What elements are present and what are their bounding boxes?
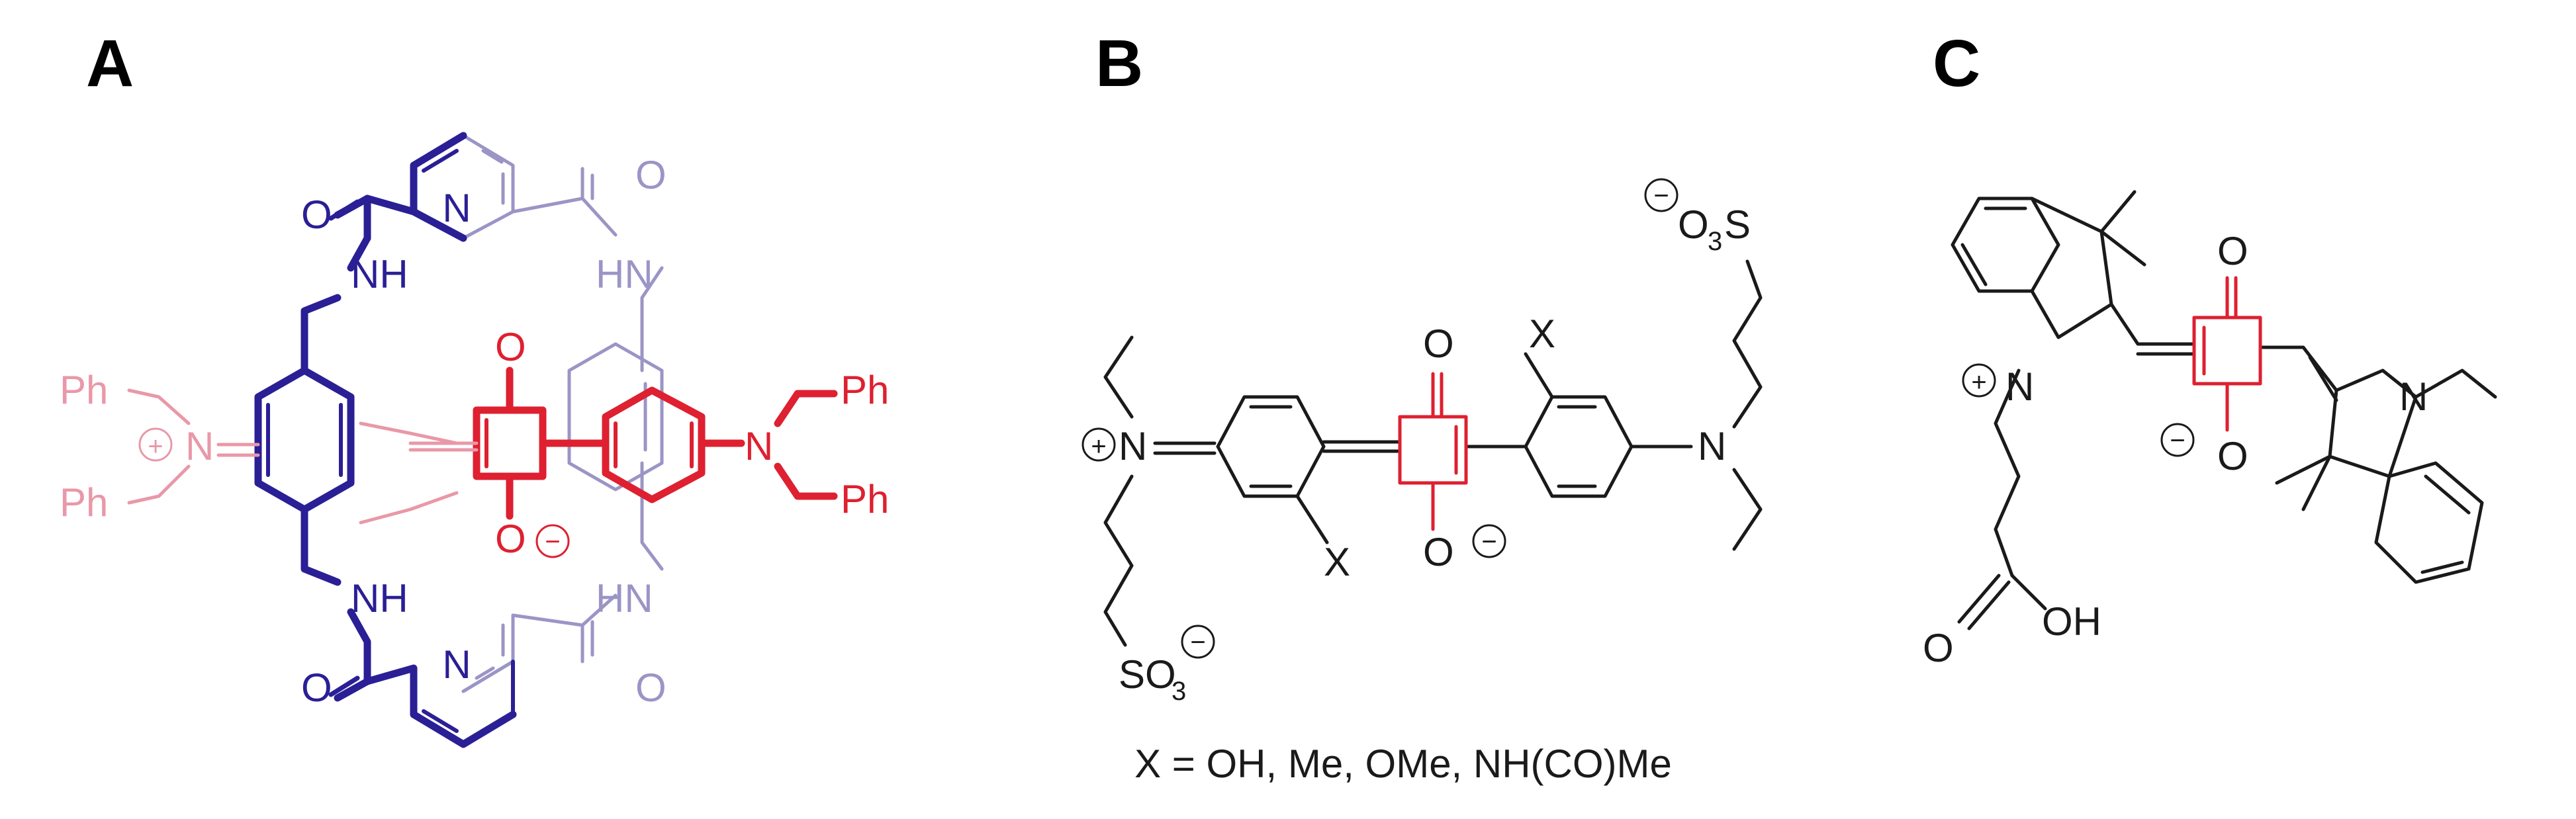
panel-c-squaraine: N N O O O OH + − bbox=[1923, 190, 2497, 670]
atom-label: N bbox=[1119, 424, 1147, 468]
minus-charge: − bbox=[2170, 426, 2185, 455]
atom-label: X bbox=[1324, 540, 1350, 584]
atom-label: O bbox=[1423, 322, 1454, 366]
atom-label: N bbox=[442, 186, 471, 230]
substituent-caption: X = OH, Me, OMe, NH(CO)Me bbox=[1134, 742, 1672, 786]
atom-label: O bbox=[2217, 229, 2248, 273]
panel-a-labels: N N O O O O NH NH HN HN Ph Ph N N Ph Ph … bbox=[60, 153, 889, 710]
charges-b: + − − − bbox=[1081, 178, 1679, 659]
atom-subscript: 3 bbox=[1172, 677, 1186, 706]
atom-label: O bbox=[301, 193, 332, 237]
panel-a-rotaxane: N N O O O O NH NH HN HN Ph Ph N N Ph Ph … bbox=[60, 132, 889, 748]
minus-charge: − bbox=[1653, 181, 1669, 210]
atom-label: O bbox=[635, 666, 667, 710]
panel-label-a: A bbox=[86, 26, 134, 101]
atom-label: NH bbox=[351, 576, 408, 621]
atom-label: SO bbox=[1119, 652, 1176, 697]
atom-label: OH bbox=[2042, 599, 2101, 644]
atom-label: Ph bbox=[841, 477, 889, 521]
panel-label-b: B bbox=[1095, 26, 1143, 101]
atom-label: N bbox=[442, 642, 471, 687]
atom-label: Ph bbox=[60, 368, 108, 412]
panel-c-labels: N N O O O OH bbox=[1923, 229, 2428, 670]
macrocycle-front-strand bbox=[254, 132, 517, 748]
atom-label: O bbox=[495, 517, 526, 561]
atom-label: O bbox=[495, 325, 526, 369]
atom-label: X bbox=[1529, 312, 1555, 356]
atom-subscript: 3 bbox=[1708, 227, 1722, 256]
atom-label: NH bbox=[351, 252, 408, 296]
atom-label: O bbox=[635, 153, 667, 197]
atom-label: O bbox=[2217, 434, 2248, 478]
atom-label: N bbox=[1698, 424, 1726, 468]
atom-label: N bbox=[2399, 374, 2428, 419]
left-stopper bbox=[127, 388, 260, 505]
minus-charge: − bbox=[545, 527, 560, 556]
macrocycle-back-strand bbox=[359, 134, 664, 693]
atom-label: Ph bbox=[60, 480, 108, 525]
charges-c: + − bbox=[1962, 363, 2195, 457]
atom-label: O bbox=[1678, 202, 1709, 247]
panel-label-c: C bbox=[1933, 26, 1980, 101]
atom-label: N bbox=[745, 424, 773, 468]
panel-b-labels: N N O O X X O 3 S SO 3 bbox=[1119, 202, 1751, 706]
charges-a: + − bbox=[138, 427, 570, 558]
atom-label: N bbox=[185, 424, 214, 468]
plus-charge: + bbox=[1971, 368, 1986, 397]
squaraine-axle bbox=[408, 366, 838, 520]
atom-label: N bbox=[2005, 365, 2034, 409]
atom-label: O bbox=[1923, 626, 1954, 670]
plus-charge: + bbox=[148, 432, 163, 461]
plus-charge: + bbox=[1091, 432, 1106, 461]
atom-label: Ph bbox=[841, 368, 889, 412]
atom-label: O bbox=[301, 666, 332, 710]
panel-b-squaraine: N N O O X X O 3 S SO 3 + − − − X = OH, M… bbox=[1081, 178, 1763, 786]
atom-label: HN bbox=[596, 252, 653, 296]
minus-charge: − bbox=[1481, 527, 1496, 556]
atom-label: HN bbox=[596, 576, 653, 621]
atom-label: S bbox=[1724, 202, 1751, 247]
minus-charge: − bbox=[1190, 628, 1205, 657]
atom-label: O bbox=[1423, 530, 1454, 574]
